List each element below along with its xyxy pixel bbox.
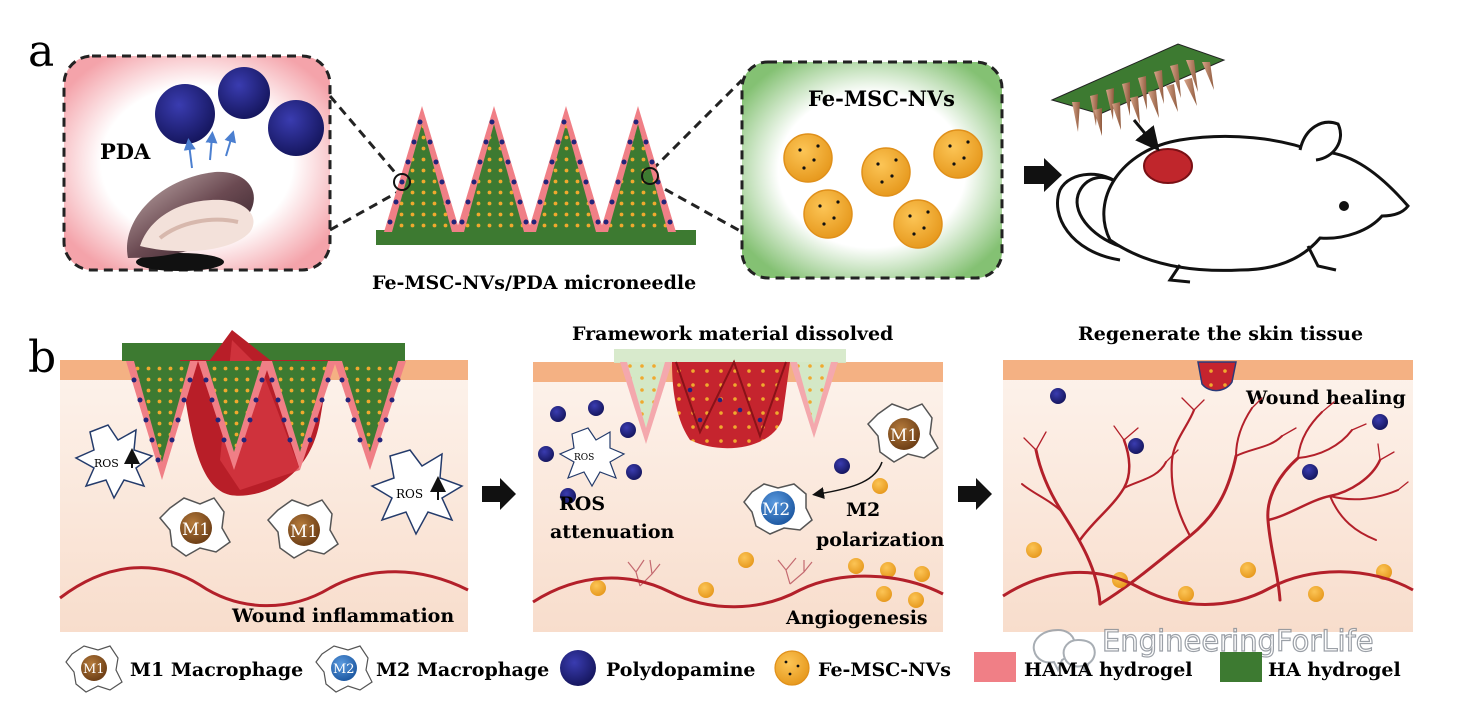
legend-pda: Polydopamine — [606, 659, 756, 681]
legend-m1: M1 Macrophage — [130, 659, 303, 681]
nv-particles — [783, 129, 983, 249]
pda-scatter — [1050, 388, 1388, 480]
pda-particle — [155, 84, 215, 144]
svg-text:M2: M2 — [762, 500, 790, 520]
nv-label: Fe-MSC-NVs — [808, 86, 955, 111]
legend-m2-icon: M2 — [315, 645, 373, 693]
legend-hama: HAMA hydrogel — [1024, 659, 1193, 681]
m1-macrophage: M1 — [158, 497, 231, 557]
ros-burst: ROS — [74, 424, 154, 500]
svg-text:ROS: ROS — [574, 453, 594, 463]
stage3-caption: Wound healing — [1245, 387, 1406, 409]
svg-text:M1: M1 — [182, 520, 210, 540]
legend-m1-icon: M1 — [65, 645, 123, 693]
panel-a-label: a — [28, 26, 54, 77]
wound-spot — [1143, 148, 1193, 184]
stage2-caption: Angiogenesis — [785, 607, 928, 629]
mini-patch-icon — [1050, 43, 1226, 136]
pda-particle — [218, 67, 270, 119]
legend-pda-icon — [560, 650, 596, 686]
ros-attenuation-1: ROS — [559, 493, 605, 515]
arrow-a — [1024, 158, 1062, 192]
legend-nv: Fe-MSC-NVs — [818, 659, 951, 681]
arrow-b2 — [958, 478, 992, 510]
arrow-b1 — [482, 478, 516, 510]
ros-attenuation-2: attenuation — [550, 521, 675, 543]
stage3-title: Regenerate the skin tissue — [1078, 323, 1363, 345]
legend-ha: HA hydrogel — [1268, 659, 1401, 681]
pda-box: PDA — [62, 54, 332, 272]
microneedle-label: Fe-MSC-NVs/PDA microneedle — [372, 272, 696, 294]
nv-scatter — [590, 478, 930, 608]
nv-box: Fe-MSC-NVs — [740, 60, 1004, 280]
svg-text:M1: M1 — [290, 522, 318, 542]
svg-text:M1: M1 — [890, 426, 918, 446]
m2-polarization-1: M2 — [846, 499, 880, 521]
zoom-circle-right — [641, 167, 659, 185]
zoom-circle-left — [393, 173, 411, 191]
mussel-icon — [126, 171, 254, 271]
pda-particle — [268, 100, 324, 156]
legend-hama-swatch — [974, 652, 1016, 682]
stage-inflammation: ROS ROS M1 M1 Wound inflammation — [59, 330, 469, 632]
svg-text:M1: M1 — [83, 662, 105, 677]
panel-b-label: b — [28, 332, 56, 383]
m1-macrophage: M1 — [266, 499, 339, 559]
m1-macrophage: M1 — [866, 403, 939, 463]
stage1-caption: Wound inflammation — [231, 605, 454, 627]
svg-text:ROS: ROS — [94, 457, 119, 470]
legend-m2: M2 Macrophage — [376, 659, 549, 681]
svg-text:ROS: ROS — [396, 487, 423, 501]
vascular-network — [1021, 397, 1409, 606]
pda-label: PDA — [100, 139, 151, 164]
pda-scatter — [538, 400, 850, 504]
mouse-icon — [1056, 119, 1410, 284]
legend: M1 M1 Macrophage M2 M2 Macrophage Polydo… — [65, 645, 1401, 693]
stage-dissolved: Framework material dissolved ROS ROS att… — [532, 323, 944, 632]
legend-nv-icon — [774, 650, 810, 686]
stage2-title: Framework material dissolved — [572, 323, 893, 345]
m2-polarization-2: polarization — [816, 529, 944, 551]
microneedle-array — [376, 106, 696, 245]
ros-burst: ROS — [558, 427, 626, 488]
svg-text:M2: M2 — [333, 662, 355, 677]
m2-macrophage: M2 — [743, 483, 813, 535]
ros-burst: ROS — [370, 449, 464, 536]
stage-healing: Regenerate the skin tissue Wound healing — [1002, 323, 1414, 632]
legend-ha-swatch — [1220, 652, 1262, 682]
